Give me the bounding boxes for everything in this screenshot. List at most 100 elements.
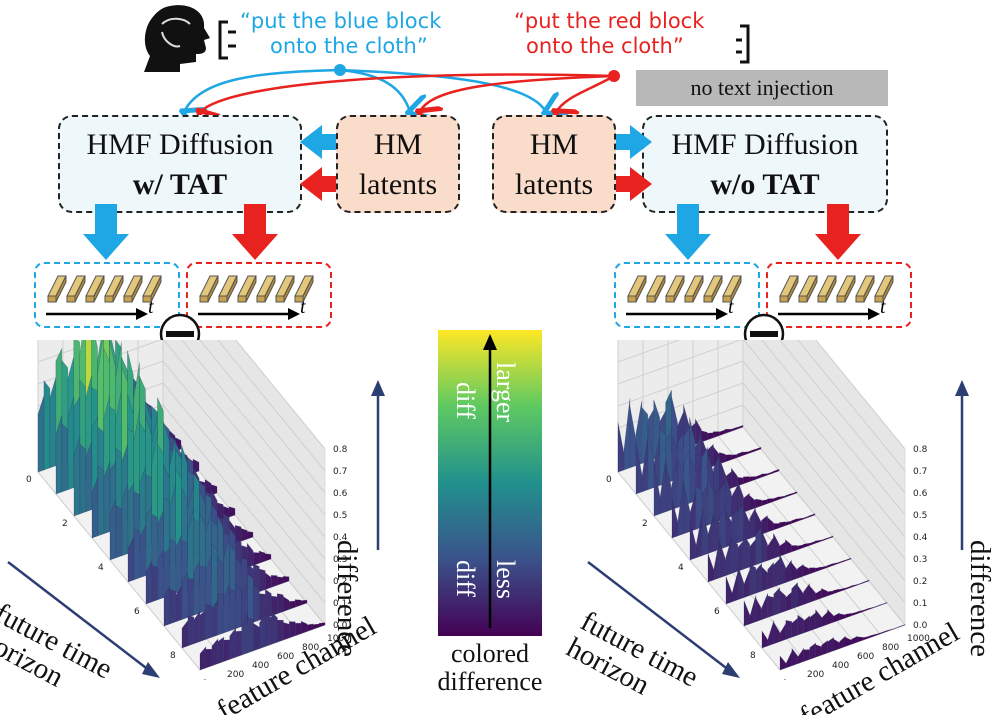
right-hm-latents-box: HM latents	[492, 115, 616, 213]
y-tick-label: 200	[807, 670, 824, 680]
feature-block	[817, 275, 837, 303]
surface-facet	[169, 589, 177, 625]
surface-facet	[724, 454, 732, 463]
feature-block	[142, 275, 162, 303]
surface-facet	[270, 575, 278, 588]
surface-facet	[814, 539, 822, 544]
time-symbol-4: t	[880, 296, 886, 318]
surface-facet	[821, 588, 828, 599]
surface-facet	[689, 520, 697, 561]
y-tick-label: 1000	[327, 634, 350, 644]
surface-facet	[187, 615, 195, 647]
surface-facet	[880, 630, 888, 634]
colorbar-caption: colored difference	[410, 640, 570, 696]
feature-block	[646, 275, 666, 303]
surface-facet	[725, 537, 733, 576]
z-tick-label: 0.2	[333, 577, 347, 587]
feature-block	[199, 275, 219, 303]
y-tick-label: 400	[832, 661, 849, 671]
z-tick-label: 0.5	[913, 511, 927, 521]
surface-facet	[157, 548, 165, 601]
x-tick-label: 0	[26, 475, 32, 485]
surface-facet	[253, 623, 260, 652]
surface-facet	[103, 461, 111, 535]
surface-facet	[755, 498, 762, 509]
surface-facet	[851, 635, 858, 645]
surface-facet	[312, 623, 320, 630]
surface-facet	[235, 630, 242, 658]
surface-facet	[713, 537, 721, 581]
surface-facet	[223, 639, 231, 662]
surface-facet	[790, 518, 798, 524]
feature-block	[703, 275, 723, 303]
feature-block	[237, 275, 257, 303]
axis-arrows	[587, 380, 969, 678]
blue-prompt: “put the blue block onto the cloth”	[240, 9, 441, 59]
surface-facet	[779, 655, 787, 671]
left-hm-latents-box: HM latents	[336, 115, 460, 213]
surface-facet	[217, 593, 224, 636]
surface-facet	[712, 431, 720, 439]
y-tick-label: 600	[277, 652, 294, 662]
z-tick-label: 0.3	[913, 555, 927, 565]
surface-facet	[815, 608, 822, 630]
surface-facet	[265, 588, 272, 619]
surface-facet	[779, 553, 786, 586]
surface-facet	[265, 614, 272, 647]
surface-facet	[809, 642, 817, 660]
feature-block	[104, 275, 124, 303]
surface-facet	[725, 576, 733, 605]
speech-bracket-right	[736, 24, 750, 64]
surface-facet	[246, 531, 254, 540]
surface-facet	[736, 424, 744, 430]
surface-facet	[785, 539, 792, 555]
surface-facet	[228, 506, 236, 518]
surface-facet	[217, 636, 225, 664]
feature-block	[665, 275, 685, 303]
surface-facet	[856, 609, 864, 615]
surface-facet	[199, 609, 207, 642]
surface-facet	[766, 498, 774, 505]
speech-bracket-left	[218, 20, 236, 60]
surface-facet	[73, 435, 81, 517]
surface-facet	[169, 538, 177, 596]
time-arrow	[778, 308, 880, 320]
surface-facet	[742, 476, 750, 485]
z-tick-label: 0.7	[913, 467, 927, 477]
right-hm-line1: HM	[529, 128, 579, 161]
surface-facet	[767, 561, 774, 590]
surface-facet	[767, 620, 775, 647]
surface-facet	[199, 646, 207, 671]
y-tick-label: 400	[252, 661, 269, 671]
surface-facet	[187, 577, 195, 618]
left-model-box: HMF Diffusion w/ TAT	[58, 115, 302, 213]
surface-facet	[898, 624, 906, 628]
surface-facet	[730, 426, 738, 432]
red-prompt-line2: onto the cloth”	[526, 34, 684, 58]
surface-facet	[193, 610, 201, 645]
right-model-subtitle: w/o TAT	[710, 168, 820, 201]
red-prompt: “put the red block onto the cloth”	[514, 9, 704, 59]
surface-facet	[223, 582, 230, 634]
x-tick-label: 4	[678, 563, 684, 573]
surface-facet	[671, 458, 679, 510]
right-model-box: HMF Diffusion w/o TAT	[642, 115, 888, 213]
time-symbol-3: t	[728, 296, 734, 318]
no-text-injection-label: no text injection	[636, 70, 888, 106]
feature-blocks	[46, 275, 894, 320]
surface-facet	[815, 644, 822, 658]
feature-block	[66, 275, 86, 303]
axis-arrows	[7, 380, 385, 678]
z-tick-label: 0.4	[333, 533, 348, 543]
surface-facet	[121, 484, 129, 557]
surface-facet	[61, 423, 69, 493]
surface-facet	[55, 414, 63, 495]
surface-facet	[796, 517, 804, 522]
surface-facet	[276, 593, 284, 615]
surface-facet	[151, 565, 159, 603]
feature-block	[798, 275, 818, 303]
feature-block	[874, 275, 894, 303]
surface-facet	[850, 584, 858, 588]
surface-facet	[862, 607, 870, 612]
surface-facet	[785, 559, 792, 583]
